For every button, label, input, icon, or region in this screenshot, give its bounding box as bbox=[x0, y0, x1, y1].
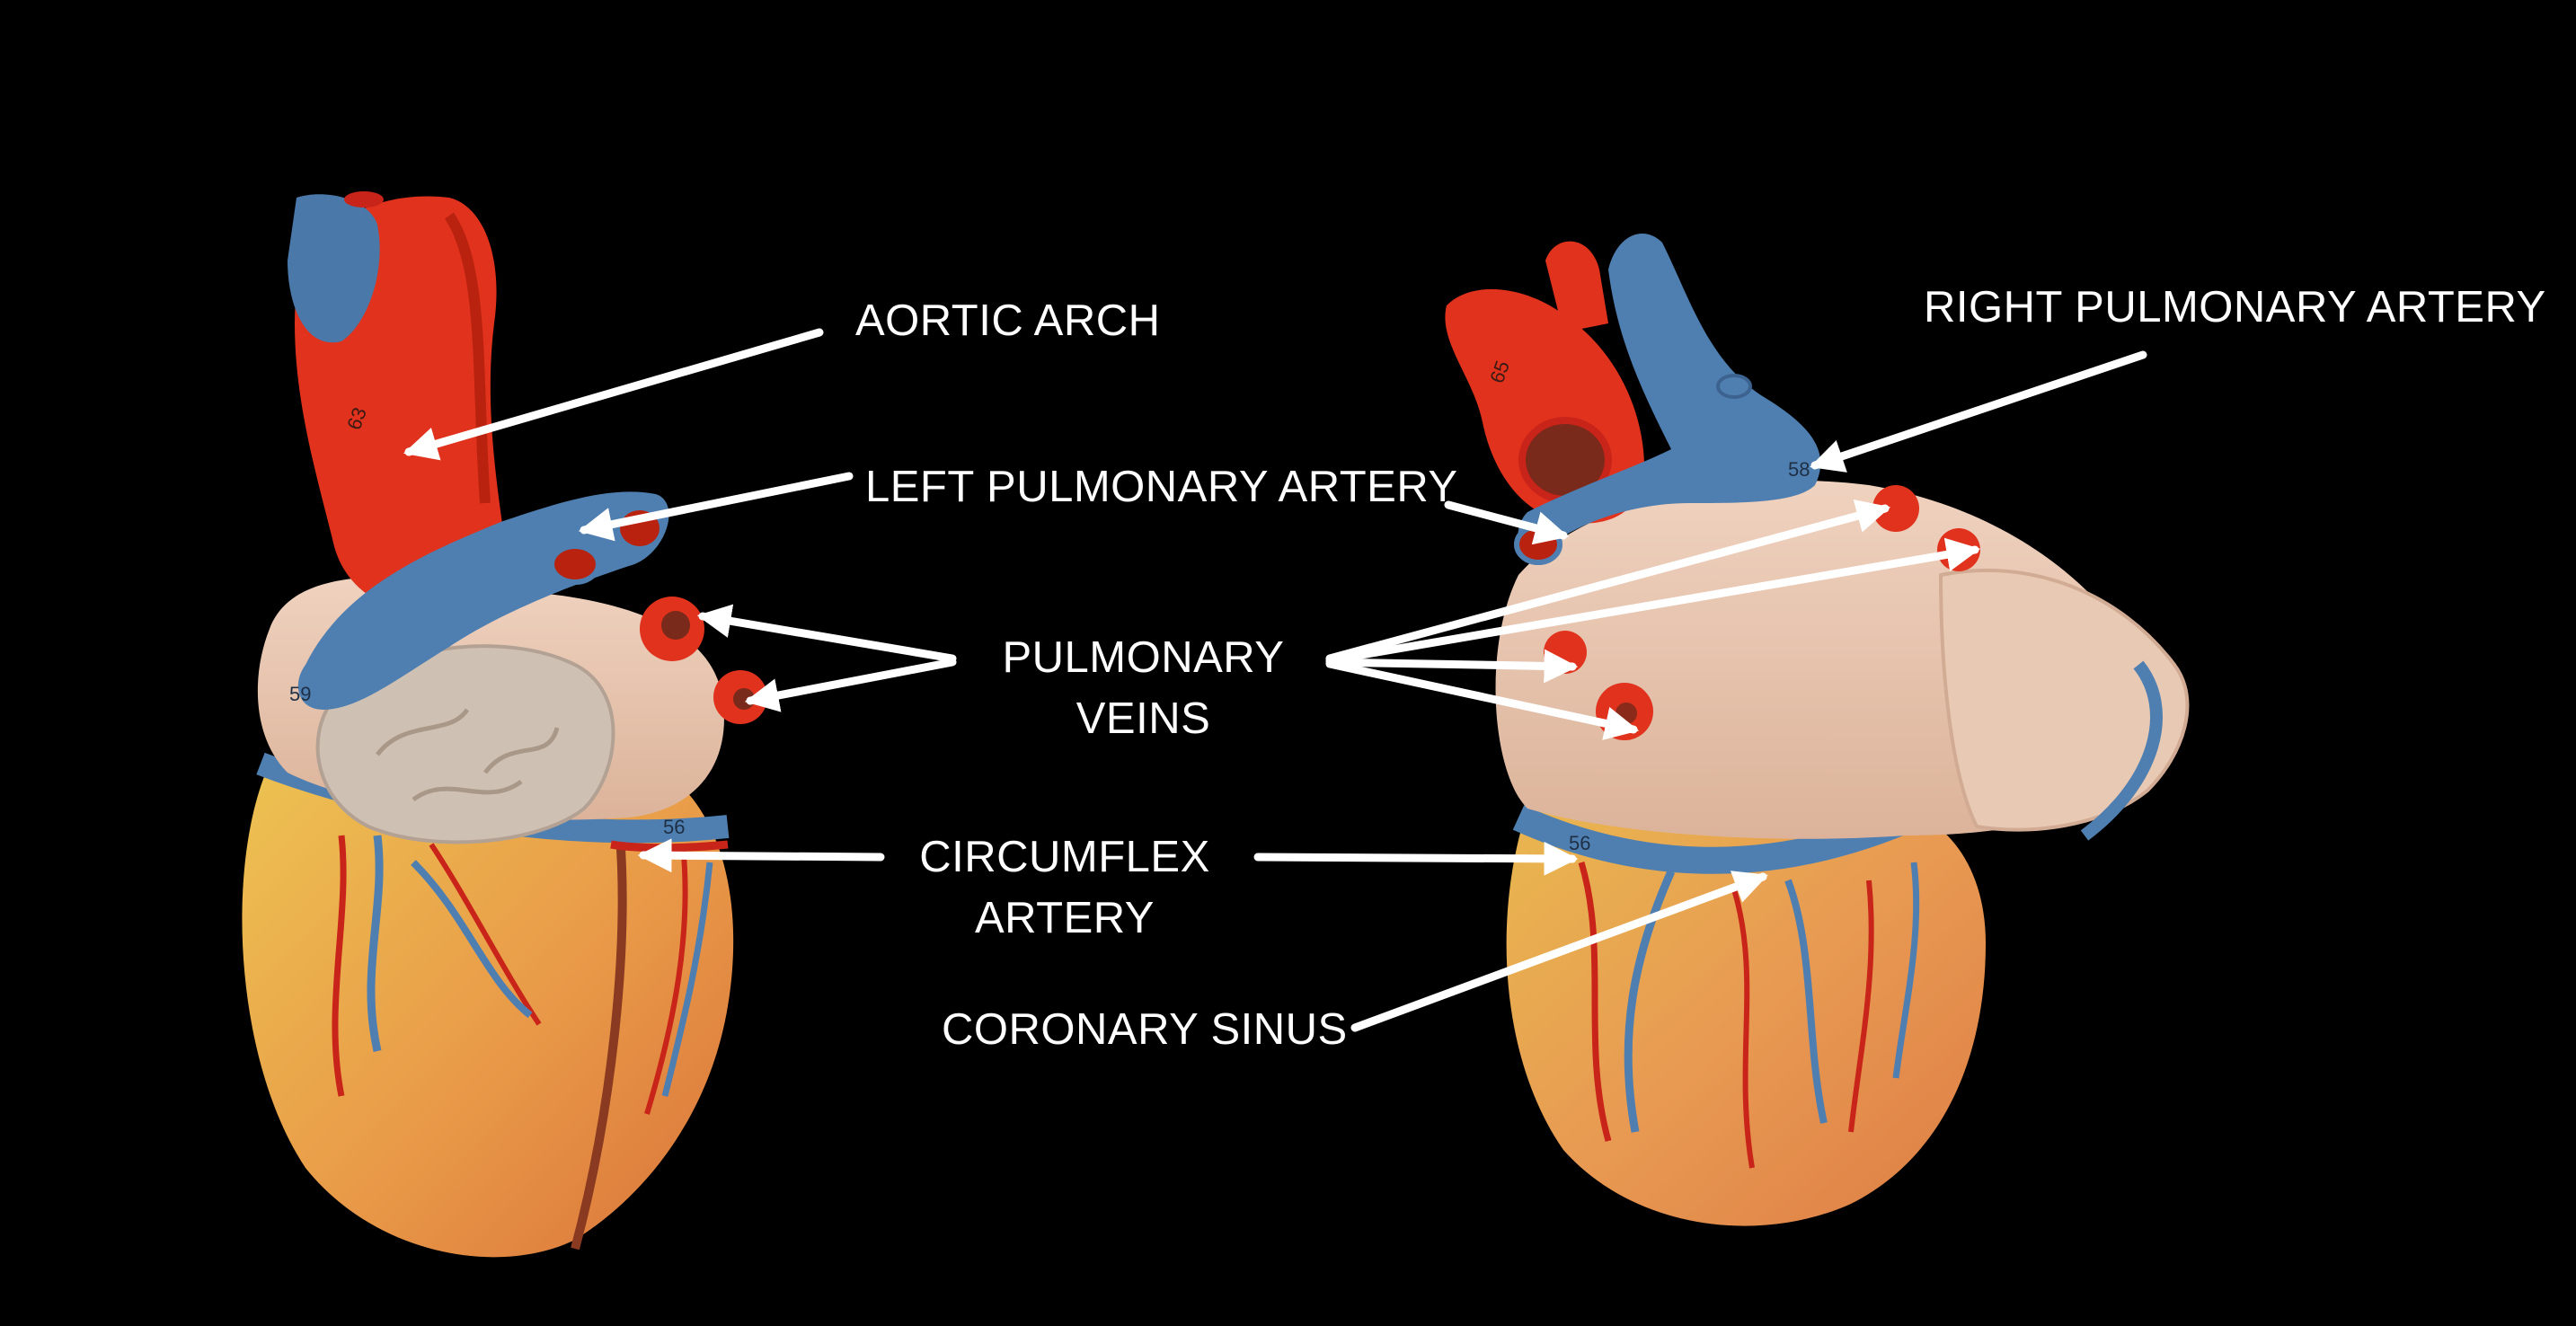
pulmonary-vein-arrow-4 bbox=[1325, 537, 1981, 665]
atrium-edge-vessel bbox=[2080, 660, 2163, 841]
annotation-arrows bbox=[403, 328, 2147, 1032]
circumflex-arrow-right bbox=[1253, 841, 1579, 876]
label-circumflex-artery: CIRCUMFLEX ARTERY bbox=[903, 827, 1226, 949]
auricle-texture bbox=[376, 708, 560, 802]
coronary-vessel-blue bbox=[1624, 870, 1676, 1133]
aortic-arch-arrow bbox=[403, 328, 824, 461]
pulmonary-vein-arrow-1 bbox=[696, 604, 957, 663]
left-ventricle-surface bbox=[242, 744, 734, 1258]
pulmonary-vein-arrow-6 bbox=[1325, 659, 1640, 740]
label-pulmonary-veins-line2: VEINS bbox=[1076, 694, 1211, 743]
coronary-vessel-red bbox=[1731, 888, 1755, 1169]
circumflex-arrow-left bbox=[637, 838, 885, 873]
pulmonary-vein-arrow-5 bbox=[1325, 649, 1579, 684]
model-marker: 58 bbox=[1788, 458, 1810, 481]
interventricular-groove bbox=[571, 835, 627, 1251]
label-coronary-sinus: CORONARY SINUS bbox=[942, 1005, 1348, 1054]
pulmonary-vein-1-lumen bbox=[661, 611, 690, 640]
label-right-pulmonary-artery: RIGHT PULMONARY ARTERY bbox=[1924, 283, 2546, 332]
label-circumflex-line2: ARTERY bbox=[975, 894, 1155, 942]
model-marker: 59 bbox=[289, 683, 311, 705]
superior-vena-cava bbox=[288, 194, 380, 343]
circumflex-artery-left bbox=[610, 840, 729, 853]
left-pulmonary-artery-arrow-right bbox=[1444, 500, 1570, 545]
model-marker: 56 bbox=[663, 816, 685, 838]
coronary-vessel-blue bbox=[1892, 862, 1920, 1079]
coronary-vessel-red bbox=[1848, 880, 1874, 1133]
coronary-vessel-red bbox=[332, 835, 347, 1097]
coronary-vessel-red bbox=[429, 843, 542, 1026]
vessel-opening bbox=[344, 191, 384, 208]
atrium-lobe bbox=[1938, 568, 2190, 832]
pulmonary-artery-model-right bbox=[1518, 234, 1821, 553]
heart-model-posterior-view: 63 59 56 bbox=[242, 191, 767, 1258]
coronary-sinus-arrow bbox=[1350, 871, 1768, 1032]
left-pulmonary-artery-opening bbox=[549, 544, 601, 585]
aortic-arch-shading bbox=[444, 212, 491, 504]
model-marker: 56 bbox=[1569, 832, 1590, 854]
right-pulmonary-artery-arrow bbox=[1810, 350, 2147, 473]
coronary-vessel-red bbox=[644, 844, 688, 1115]
pulmonary-vein-arrow-3 bbox=[1325, 499, 1891, 663]
heart-model-lateral-view: 65 56 58 bbox=[1445, 234, 2190, 1226]
label-left-pulmonary-artery: LEFT PULMONARY ARTERY bbox=[865, 463, 1458, 511]
pulmonary-vein-arrow-2 bbox=[744, 658, 957, 712]
label-pulmonary-veins-line1: PULMONARY bbox=[1002, 633, 1285, 682]
pulmonary-vein-6-lumen bbox=[1616, 703, 1637, 724]
vessel-opening-right bbox=[1716, 374, 1752, 399]
coronary-vessel-blue bbox=[367, 835, 384, 1052]
left-pulmonary-artery-arrow bbox=[578, 472, 854, 542]
aortic-branch bbox=[1545, 241, 1608, 332]
coronary-vessel-blue bbox=[661, 862, 713, 1097]
coronary-vessel-blue bbox=[1784, 879, 1828, 1124]
label-aortic-arch: AORTIC ARCH bbox=[855, 296, 1161, 345]
coronary-vessel-blue bbox=[411, 860, 533, 1019]
coronary-vessel-red bbox=[1578, 861, 1612, 1142]
label-circumflex-line1: CIRCUMFLEX bbox=[919, 833, 1210, 881]
left-auricle bbox=[315, 644, 615, 844]
label-pulmonary-veins: PULMONARY VEINS bbox=[984, 627, 1303, 749]
